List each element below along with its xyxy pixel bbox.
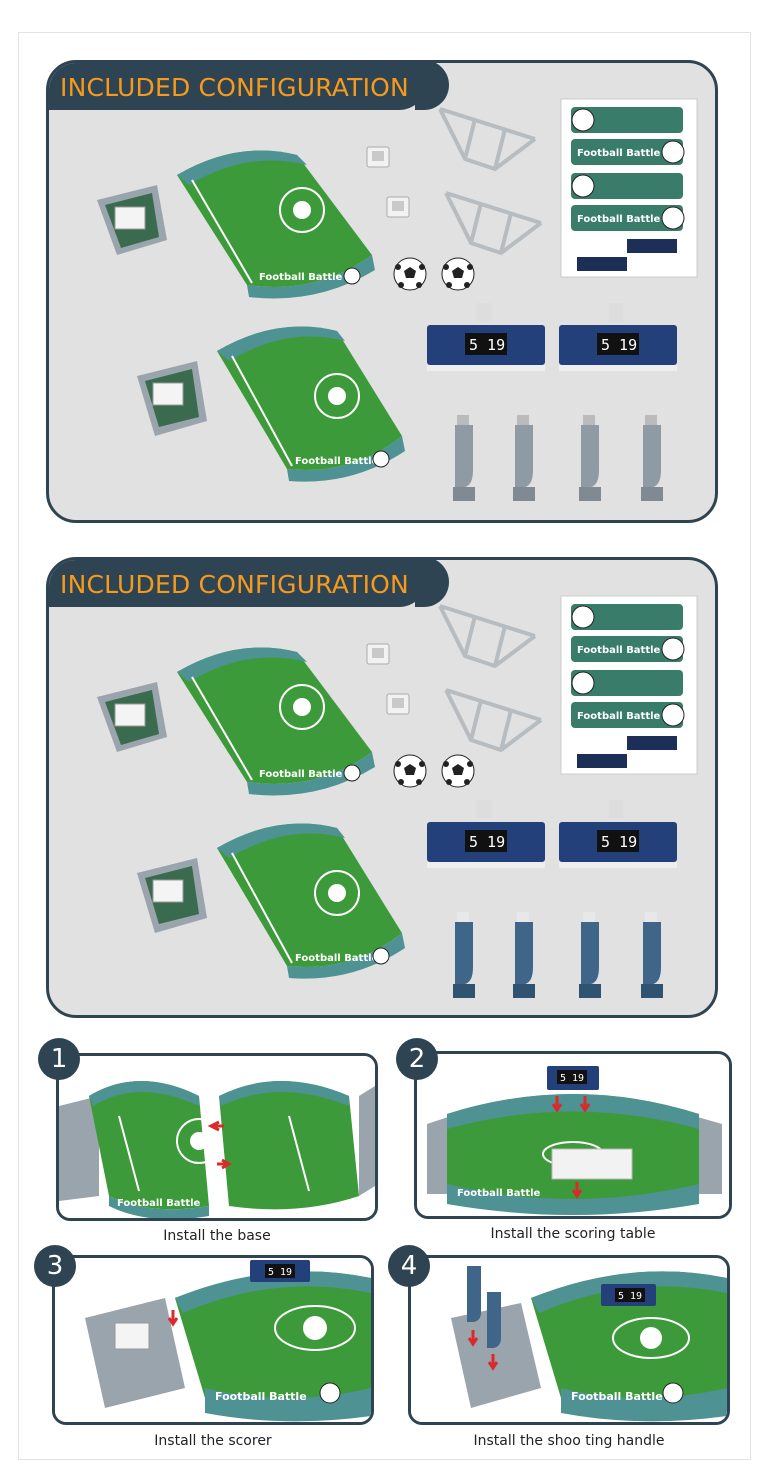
score-digits: 5 19 — [601, 833, 637, 851]
field-half-bottom: Football Battle — [137, 326, 405, 482]
included-configuration-panel-2: INCLUDED CONFIGURATION Football Battle F… — [46, 557, 718, 1018]
goal-frame-part — [444, 688, 543, 752]
shooting-handle — [579, 912, 601, 998]
step-1-illustration: Football Battle — [59, 1056, 375, 1218]
sticker-sheet: Football Battle Football Battle — [560, 595, 698, 775]
ball — [441, 257, 475, 291]
shooting-handle — [513, 912, 535, 998]
field-brand-label: Football Battle — [295, 456, 379, 467]
shooting-handle — [641, 415, 663, 501]
ball — [393, 257, 427, 291]
shooting-handle — [579, 415, 601, 501]
score-digits: 5 19 — [560, 1073, 584, 1084]
shooting-handle — [641, 912, 663, 998]
score-digits: 5 19 — [601, 336, 637, 354]
scoreboard-part: 5 19 — [427, 800, 545, 868]
step-2-caption: Install the scoring table — [490, 1226, 656, 1242]
clip-part — [386, 693, 410, 715]
sticker-brand: Football Battle — [577, 148, 661, 159]
step-1-image: Football Battle — [56, 1053, 378, 1221]
step-4-illustration: 5 19 Football Battle — [411, 1258, 727, 1422]
score-digits: 5 19 — [469, 336, 505, 354]
page-frame — [18, 32, 751, 1460]
scoreboard-part: 5 19 — [559, 800, 677, 868]
field-half-top: Football Battle — [97, 647, 375, 796]
panel-title: INCLUDED CONFIGURATION — [60, 73, 409, 102]
goal-frame-part — [438, 604, 537, 668]
scoreboard-part: 5 19 — [559, 303, 677, 371]
step-number-badge: 1 — [38, 1038, 80, 1080]
panel-title-tag: INCLUDED CONFIGURATION — [49, 63, 449, 110]
ball — [441, 754, 475, 788]
step-number-badge: 2 — [396, 1038, 438, 1080]
field-brand-label: Football Battle — [259, 272, 343, 283]
field-brand-label: Football Battle — [215, 1390, 307, 1403]
goal-frame-part — [438, 107, 537, 171]
step-4-caption: Install the shoo ting handle — [473, 1433, 665, 1449]
shooting-handle — [513, 415, 535, 501]
field-half-bottom: Football Battle — [137, 823, 405, 979]
ball — [393, 754, 427, 788]
step-1-caption: Install the base — [163, 1228, 271, 1244]
panel-title: INCLUDED CONFIGURATION — [60, 570, 409, 599]
clip-part — [386, 196, 410, 218]
step-4-image: 5 19 Football Battle — [408, 1255, 730, 1425]
sticker-brand: Football Battle — [577, 214, 661, 225]
included-configuration-panel-1: INCLUDED CONFIGURATION Football Battle F… — [46, 60, 718, 523]
score-digits: 5 19 — [618, 1291, 642, 1302]
sticker-sheet: Football Battle Football Battle — [560, 98, 698, 278]
step-number-badge: 3 — [34, 1245, 76, 1287]
field-brand-label: Football Battle — [117, 1198, 201, 1209]
step-3-illustration: 5 19 Football Battle — [55, 1258, 371, 1422]
field-brand-label: Football Battle — [259, 769, 343, 780]
step-number-badge: 4 — [388, 1245, 430, 1287]
shooting-handle — [453, 415, 475, 501]
step-2-illustration: 5 19 Football Battle — [417, 1054, 729, 1216]
sticker-brand: Football Battle — [577, 711, 661, 722]
field-brand-label: Football Battle — [457, 1188, 541, 1199]
field-half-top: Football Battle — [97, 150, 375, 299]
field-brand-label: Football Battle — [295, 953, 379, 964]
goal-frame-part — [444, 191, 543, 255]
step-3-image: 5 19 Football Battle — [52, 1255, 374, 1425]
score-digits: 5 19 — [469, 833, 505, 851]
step-3-caption: Install the scorer — [154, 1433, 272, 1449]
step-2-image: 5 19 Football Battle — [414, 1051, 732, 1219]
sticker-brand: Football Battle — [577, 645, 661, 656]
shooting-handle — [453, 912, 475, 998]
clip-part — [366, 643, 390, 665]
clip-part — [366, 146, 390, 168]
field-brand-label: Football Battle — [571, 1390, 663, 1403]
score-digits: 5 19 — [268, 1267, 292, 1278]
panel-title-tag: INCLUDED CONFIGURATION — [49, 560, 449, 607]
scoreboard-part: 5 19 — [427, 303, 545, 371]
